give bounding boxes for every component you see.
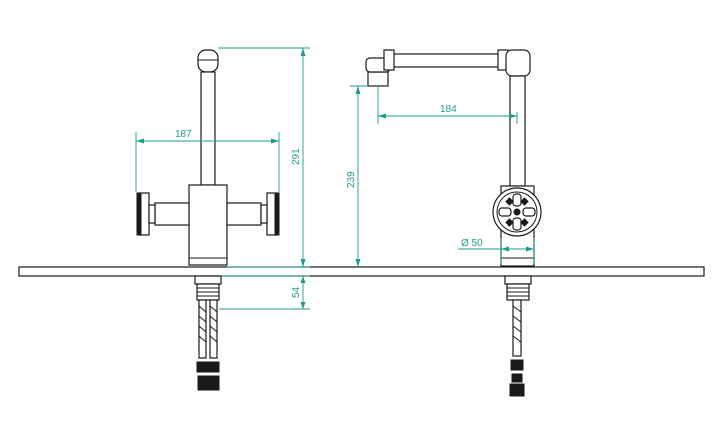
front-spout-pipe	[200, 71, 216, 186]
side-elbow	[505, 49, 531, 77]
dimension-239: 239	[346, 85, 368, 267]
side-spout-outlet	[367, 71, 389, 87]
dimension-54: 54	[219, 275, 310, 310]
worktop-deck	[18, 266, 705, 277]
side-hose	[512, 299, 522, 357]
dimension-291-label: 291	[291, 148, 302, 165]
front-view	[136, 49, 280, 391]
side-view	[365, 49, 542, 397]
side-mounting-nut	[504, 275, 532, 285]
dimension-239-label: 239	[346, 171, 357, 188]
front-mounting-nut	[194, 275, 222, 285]
front-right-arm	[226, 202, 262, 226]
dimension-diameter-label: Ø 50	[461, 238, 483, 249]
dimension-diameter-50: Ø 50	[458, 238, 535, 264]
side-spout-horizontal	[387, 53, 507, 68]
front-fitting-right	[207, 361, 220, 373]
dimension-187: 187	[135, 129, 280, 192]
dimension-187-label: 187	[175, 129, 192, 140]
front-body	[188, 184, 228, 266]
front-top-cap	[197, 49, 219, 73]
dimension-54-label: 54	[291, 286, 302, 298]
front-left-arm	[154, 202, 190, 226]
side-spout-vertical	[509, 75, 526, 187]
dimension-184: 184	[377, 86, 518, 124]
dimension-184-label: 184	[440, 104, 457, 115]
side-fitting	[510, 359, 524, 371]
front-fitting-left	[196, 361, 209, 373]
dimension-291: 291	[218, 47, 310, 268]
